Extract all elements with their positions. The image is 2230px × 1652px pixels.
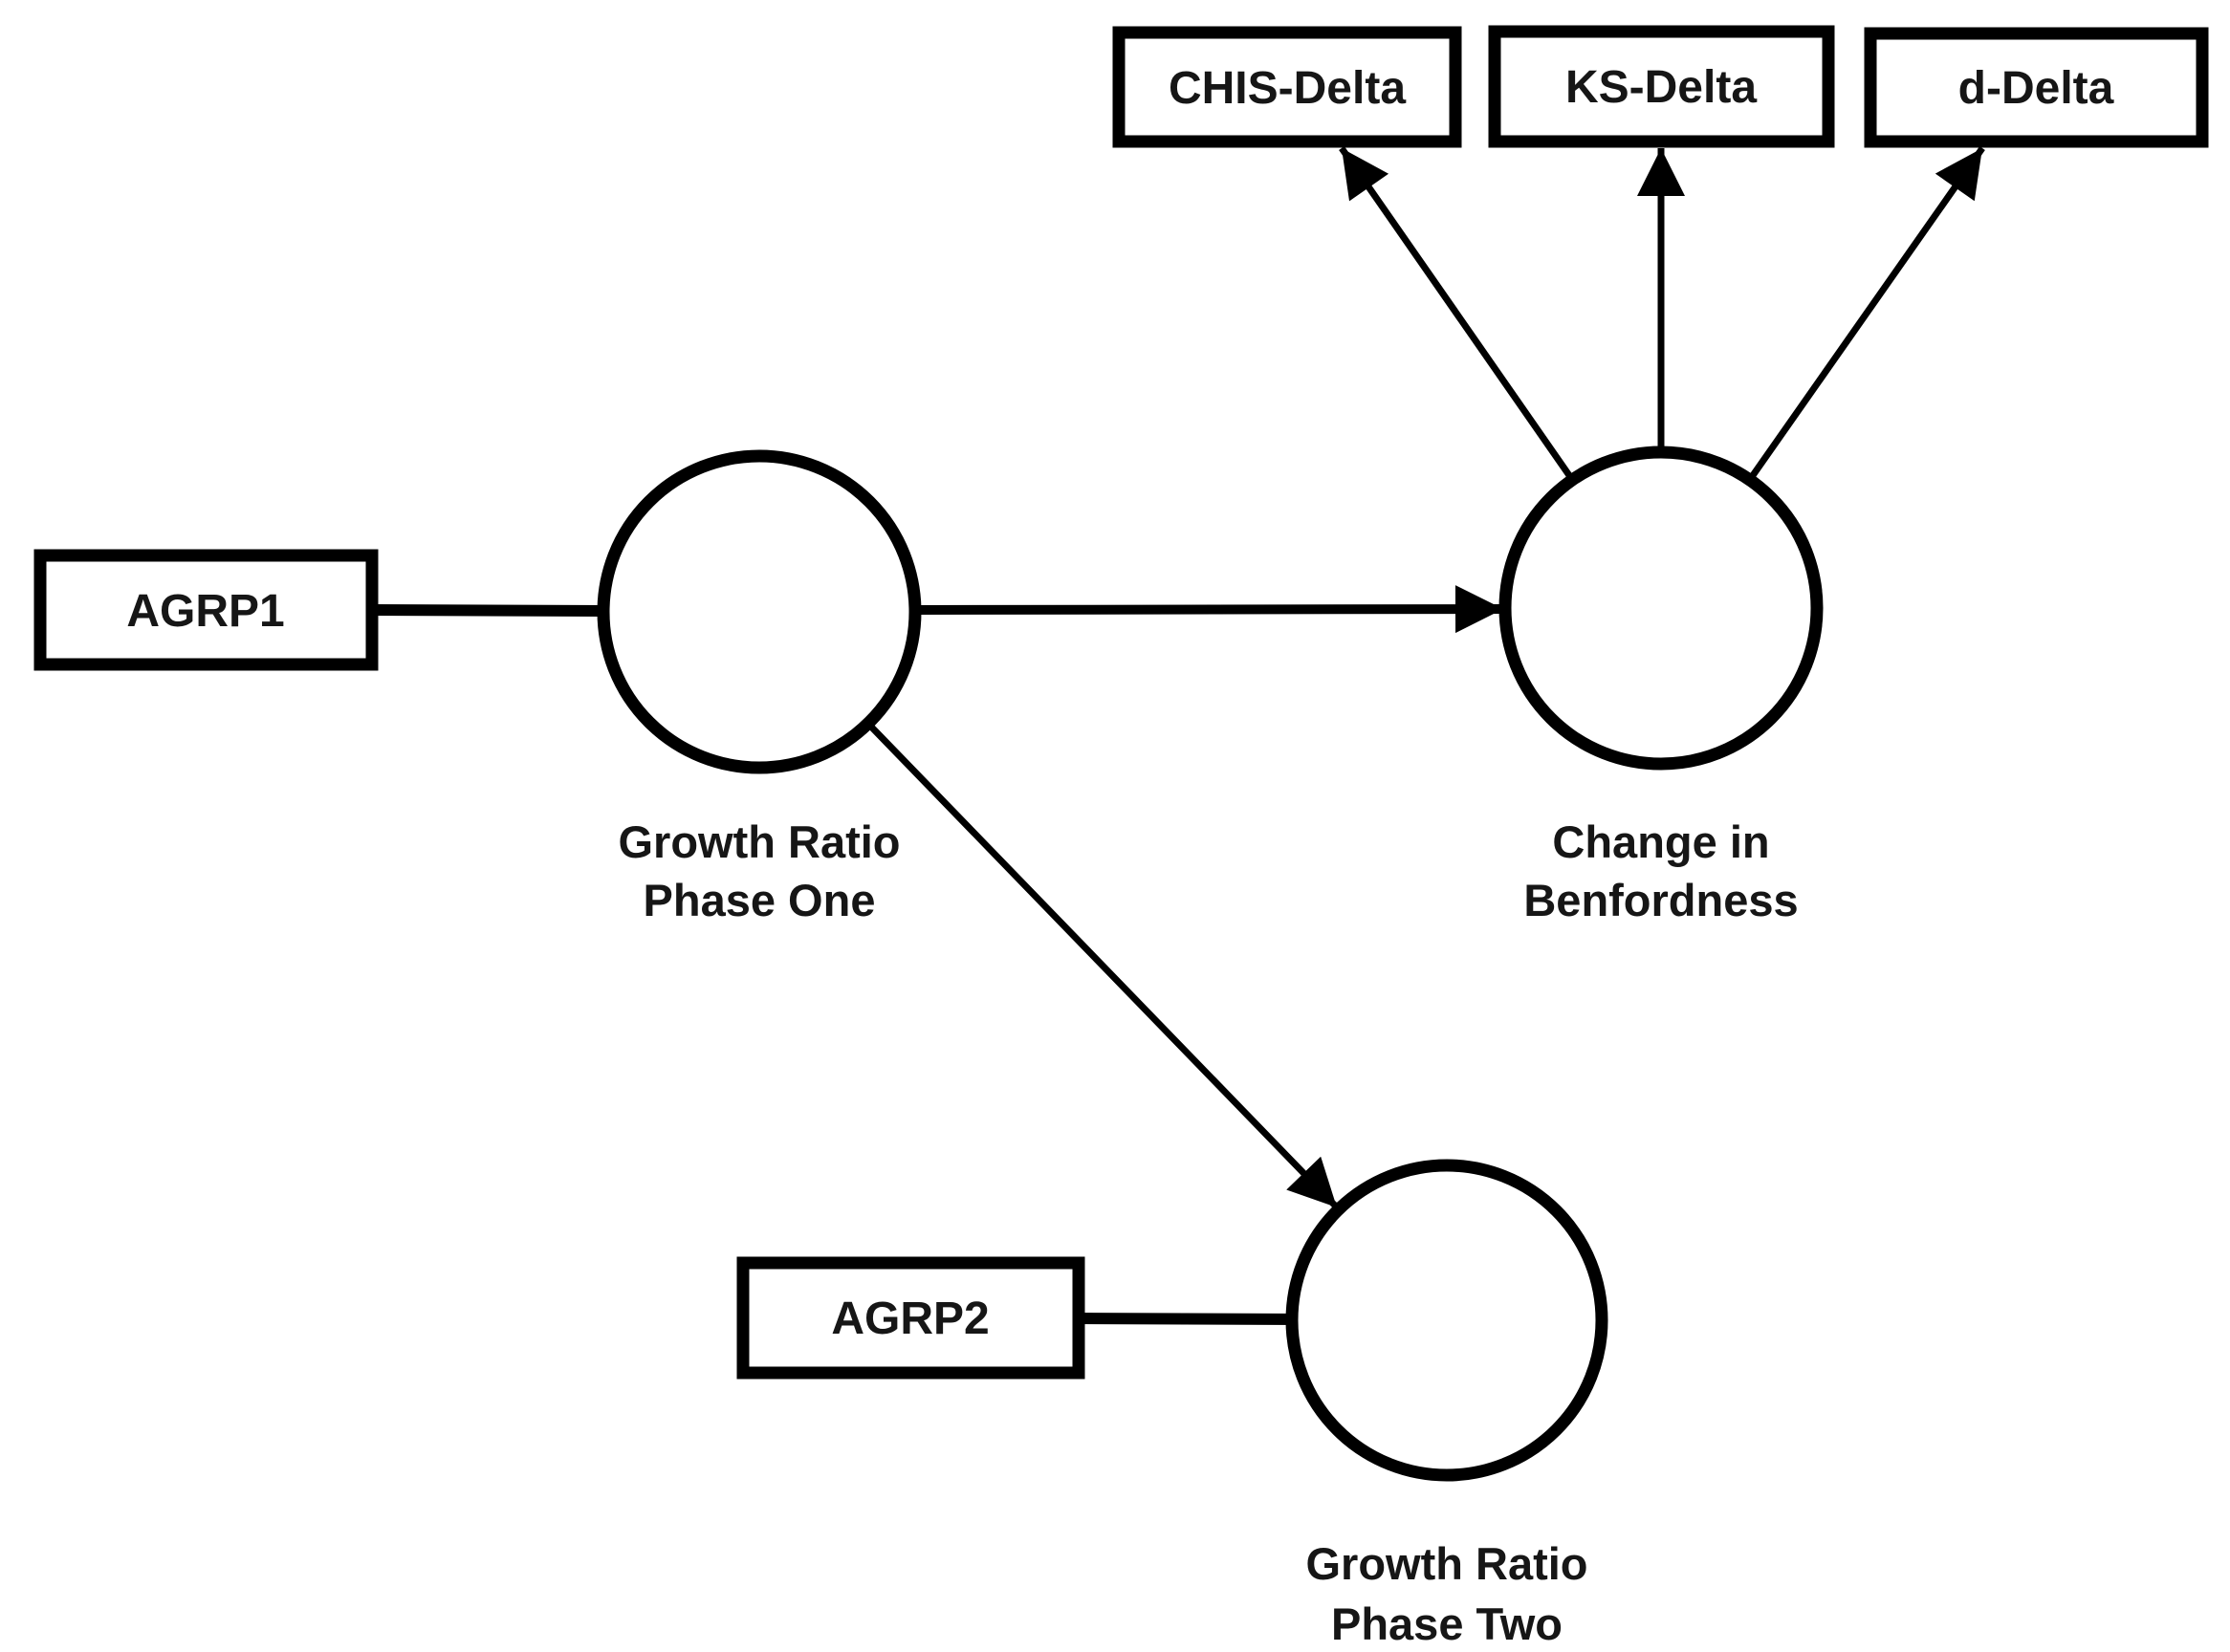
observed-box-d-delta — [1864, 27, 2209, 148]
label-d-delta: d-Delta — [1958, 63, 2114, 114]
observed-box-chis-delta — [1112, 26, 1462, 148]
edge-agrp2-to-growth2-line — [1075, 1313, 1301, 1325]
edge-benford-to-d-arrow — [1746, 145, 1985, 484]
edge-agrp1-to-growth1-line — [368, 604, 613, 617]
label-change-in-benfordness-line2: Benfordness — [1523, 875, 1798, 925]
label-agrp2: AGRP2 — [831, 1293, 989, 1344]
label-ks-delta: KS-Delta — [1565, 62, 1757, 113]
observed-box-ks-delta — [1488, 25, 1835, 148]
label-change-in-benfordness-line1: Change in — [1552, 816, 1769, 867]
edge-growth1-to-growth2-arrow — [865, 721, 1340, 1210]
label-agrp1: AGRP1 — [126, 586, 284, 637]
latent-circle-growth-ratio-phase-one — [597, 449, 922, 774]
edge-growth1-to-benford-arrow — [914, 585, 1504, 634]
latent-circle-change-in-benfordness — [1498, 446, 1824, 771]
label-growth-ratio-phase-one-line2: Phase One — [644, 875, 876, 925]
label-growth-ratio-phase-one-line1: Growth Ratio — [618, 816, 900, 867]
label-chis-delta: CHIS-Delta — [1169, 63, 1406, 114]
label-growth-ratio-phase-two-line2: Phase Two — [1331, 1598, 1563, 1649]
label-growth-ratio-phase-two-line1: Growth Ratio — [1305, 1538, 1587, 1589]
observed-box-agrp2 — [736, 1256, 1085, 1380]
observed-box-agrp1 — [33, 549, 379, 671]
latent-circle-growth-ratio-phase-two — [1285, 1159, 1608, 1482]
edge-benford-to-chis-arrow — [1339, 146, 1576, 483]
